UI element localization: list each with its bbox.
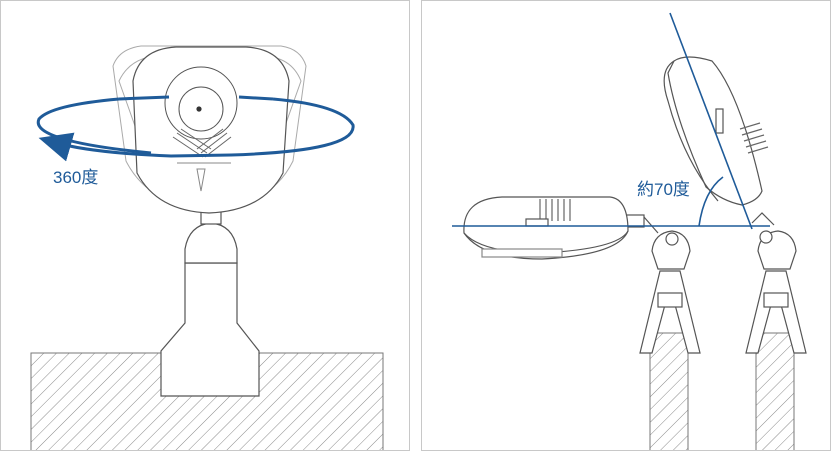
camera-stand bbox=[160, 205, 260, 397]
hatched-post-right bbox=[755, 332, 795, 450]
clip-left bbox=[621, 214, 701, 354]
clip-right bbox=[745, 212, 807, 354]
camera-head bbox=[112, 45, 307, 214]
rotation-arrow bbox=[36, 95, 355, 162]
rotation-illustration bbox=[30, 45, 384, 450]
tilt-angle-indicator bbox=[452, 12, 770, 230]
rotation-label: 360度 bbox=[53, 168, 99, 187]
rotation-panel: 360度 bbox=[0, 0, 410, 451]
hatched-post-left bbox=[649, 332, 689, 450]
tilt-label: 約70度 bbox=[637, 180, 690, 199]
camera-horizontal bbox=[463, 196, 629, 260]
tilt-panel: 約70度 bbox=[421, 0, 831, 451]
tilt-illustration bbox=[452, 12, 807, 450]
